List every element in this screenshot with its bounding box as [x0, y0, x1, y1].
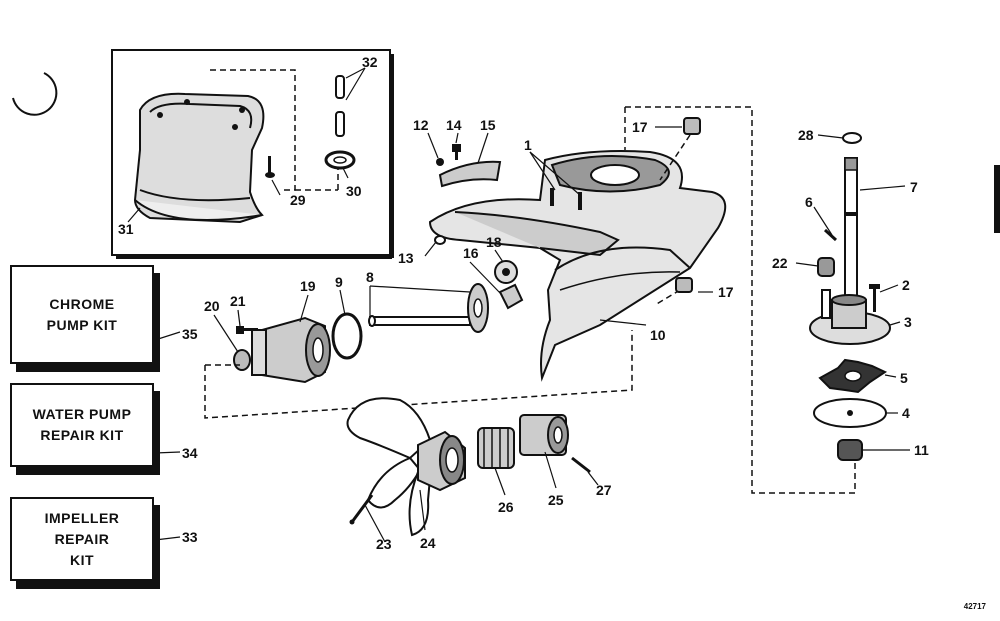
- clutch-16: [498, 283, 524, 310]
- propeller-shaft-8: [368, 283, 489, 333]
- shear-pin-23: [349, 494, 374, 525]
- seal-30: [324, 150, 356, 170]
- callout-5: 5: [900, 370, 908, 386]
- callout-31: 31: [118, 221, 134, 237]
- screw-2: [869, 284, 880, 312]
- screw-21: [236, 326, 258, 334]
- figure-id: 42717: [963, 602, 986, 611]
- plate-15: [438, 160, 502, 188]
- callout-26: 26: [498, 499, 514, 515]
- gearcase-housing: [428, 150, 727, 382]
- callout-6: 6: [805, 194, 813, 210]
- callout-35: 35: [182, 326, 198, 342]
- bearing-housing-19: [251, 316, 331, 384]
- pump-housing-3: [809, 289, 891, 345]
- kit-impeller-repair: IMPELLER REPAIR KIT: [10, 497, 154, 581]
- grommet-17-upper: [683, 117, 701, 135]
- exhaust-housing: [133, 92, 265, 224]
- callout-19: 19: [300, 278, 316, 294]
- callout-20: 20: [204, 298, 220, 314]
- callout-17-upper: 17: [632, 119, 648, 135]
- callout-4: 4: [902, 405, 910, 421]
- callout-labels: 1 2 3 4 5 6 7 8 9 10 11 12 13 14 15 16 1…: [118, 54, 929, 552]
- drive-shaft-7: [844, 157, 858, 301]
- pin-32: [335, 75, 345, 137]
- callout-29: 29: [290, 192, 306, 208]
- leader-lines: [154, 126, 910, 543]
- cotter-pin-27: [571, 456, 591, 474]
- callout-27: 27: [596, 482, 612, 498]
- callout-25: 25: [548, 492, 564, 508]
- gear-18: [494, 260, 518, 284]
- kit-water-pump-repair: WATER PUMP REPAIR KIT: [10, 383, 154, 467]
- o-ring-9: [331, 312, 363, 360]
- nut-13: [434, 235, 446, 245]
- kit-chrome-pump: CHROME PUMP KIT: [10, 265, 154, 364]
- screen-11: [837, 439, 863, 461]
- callout-2: 2: [902, 277, 910, 293]
- callout-11: 11: [914, 442, 929, 458]
- callout-23: 23: [376, 536, 392, 552]
- callout-14: 14: [446, 117, 462, 133]
- bushing-22: [817, 257, 835, 277]
- callout-1: 1: [524, 137, 532, 153]
- callout-28: 28: [798, 127, 814, 143]
- callout-9: 9: [335, 274, 343, 290]
- seal-20: [233, 349, 251, 371]
- grommet-17-lower: [675, 277, 693, 293]
- callout-17-lower: 17: [718, 284, 734, 300]
- callout-34: 34: [182, 445, 198, 461]
- callout-30: 30: [346, 183, 362, 199]
- drive-nut-25: [519, 414, 569, 456]
- callout-8: 8: [366, 269, 374, 285]
- pin-6: [823, 228, 838, 242]
- screw-14: [452, 144, 461, 160]
- callout-24: 24: [420, 535, 436, 551]
- callout-32: 32: [362, 54, 378, 70]
- callout-3: 3: [904, 314, 912, 330]
- callout-12: 12: [413, 117, 429, 133]
- callout-13: 13: [398, 250, 414, 266]
- callout-21: 21: [230, 293, 246, 309]
- plate-4: [813, 398, 887, 428]
- propeller-24: [346, 397, 466, 537]
- binder-hole-mark: [12, 72, 58, 116]
- inset-box: [111, 49, 394, 259]
- callout-15: 15: [480, 117, 496, 133]
- spline-adapter-26: [477, 427, 515, 469]
- callout-16: 16: [463, 245, 479, 261]
- screw-29: [265, 156, 275, 178]
- impeller-5: [818, 358, 888, 394]
- callout-18: 18: [486, 234, 502, 250]
- callout-22: 22: [772, 255, 788, 271]
- callout-7: 7: [910, 179, 918, 195]
- screw-12: [436, 158, 444, 166]
- seal-28: [842, 132, 862, 144]
- callout-10: 10: [650, 327, 666, 343]
- callout-33: 33: [182, 529, 198, 545]
- page-edge-tab: [994, 165, 1000, 233]
